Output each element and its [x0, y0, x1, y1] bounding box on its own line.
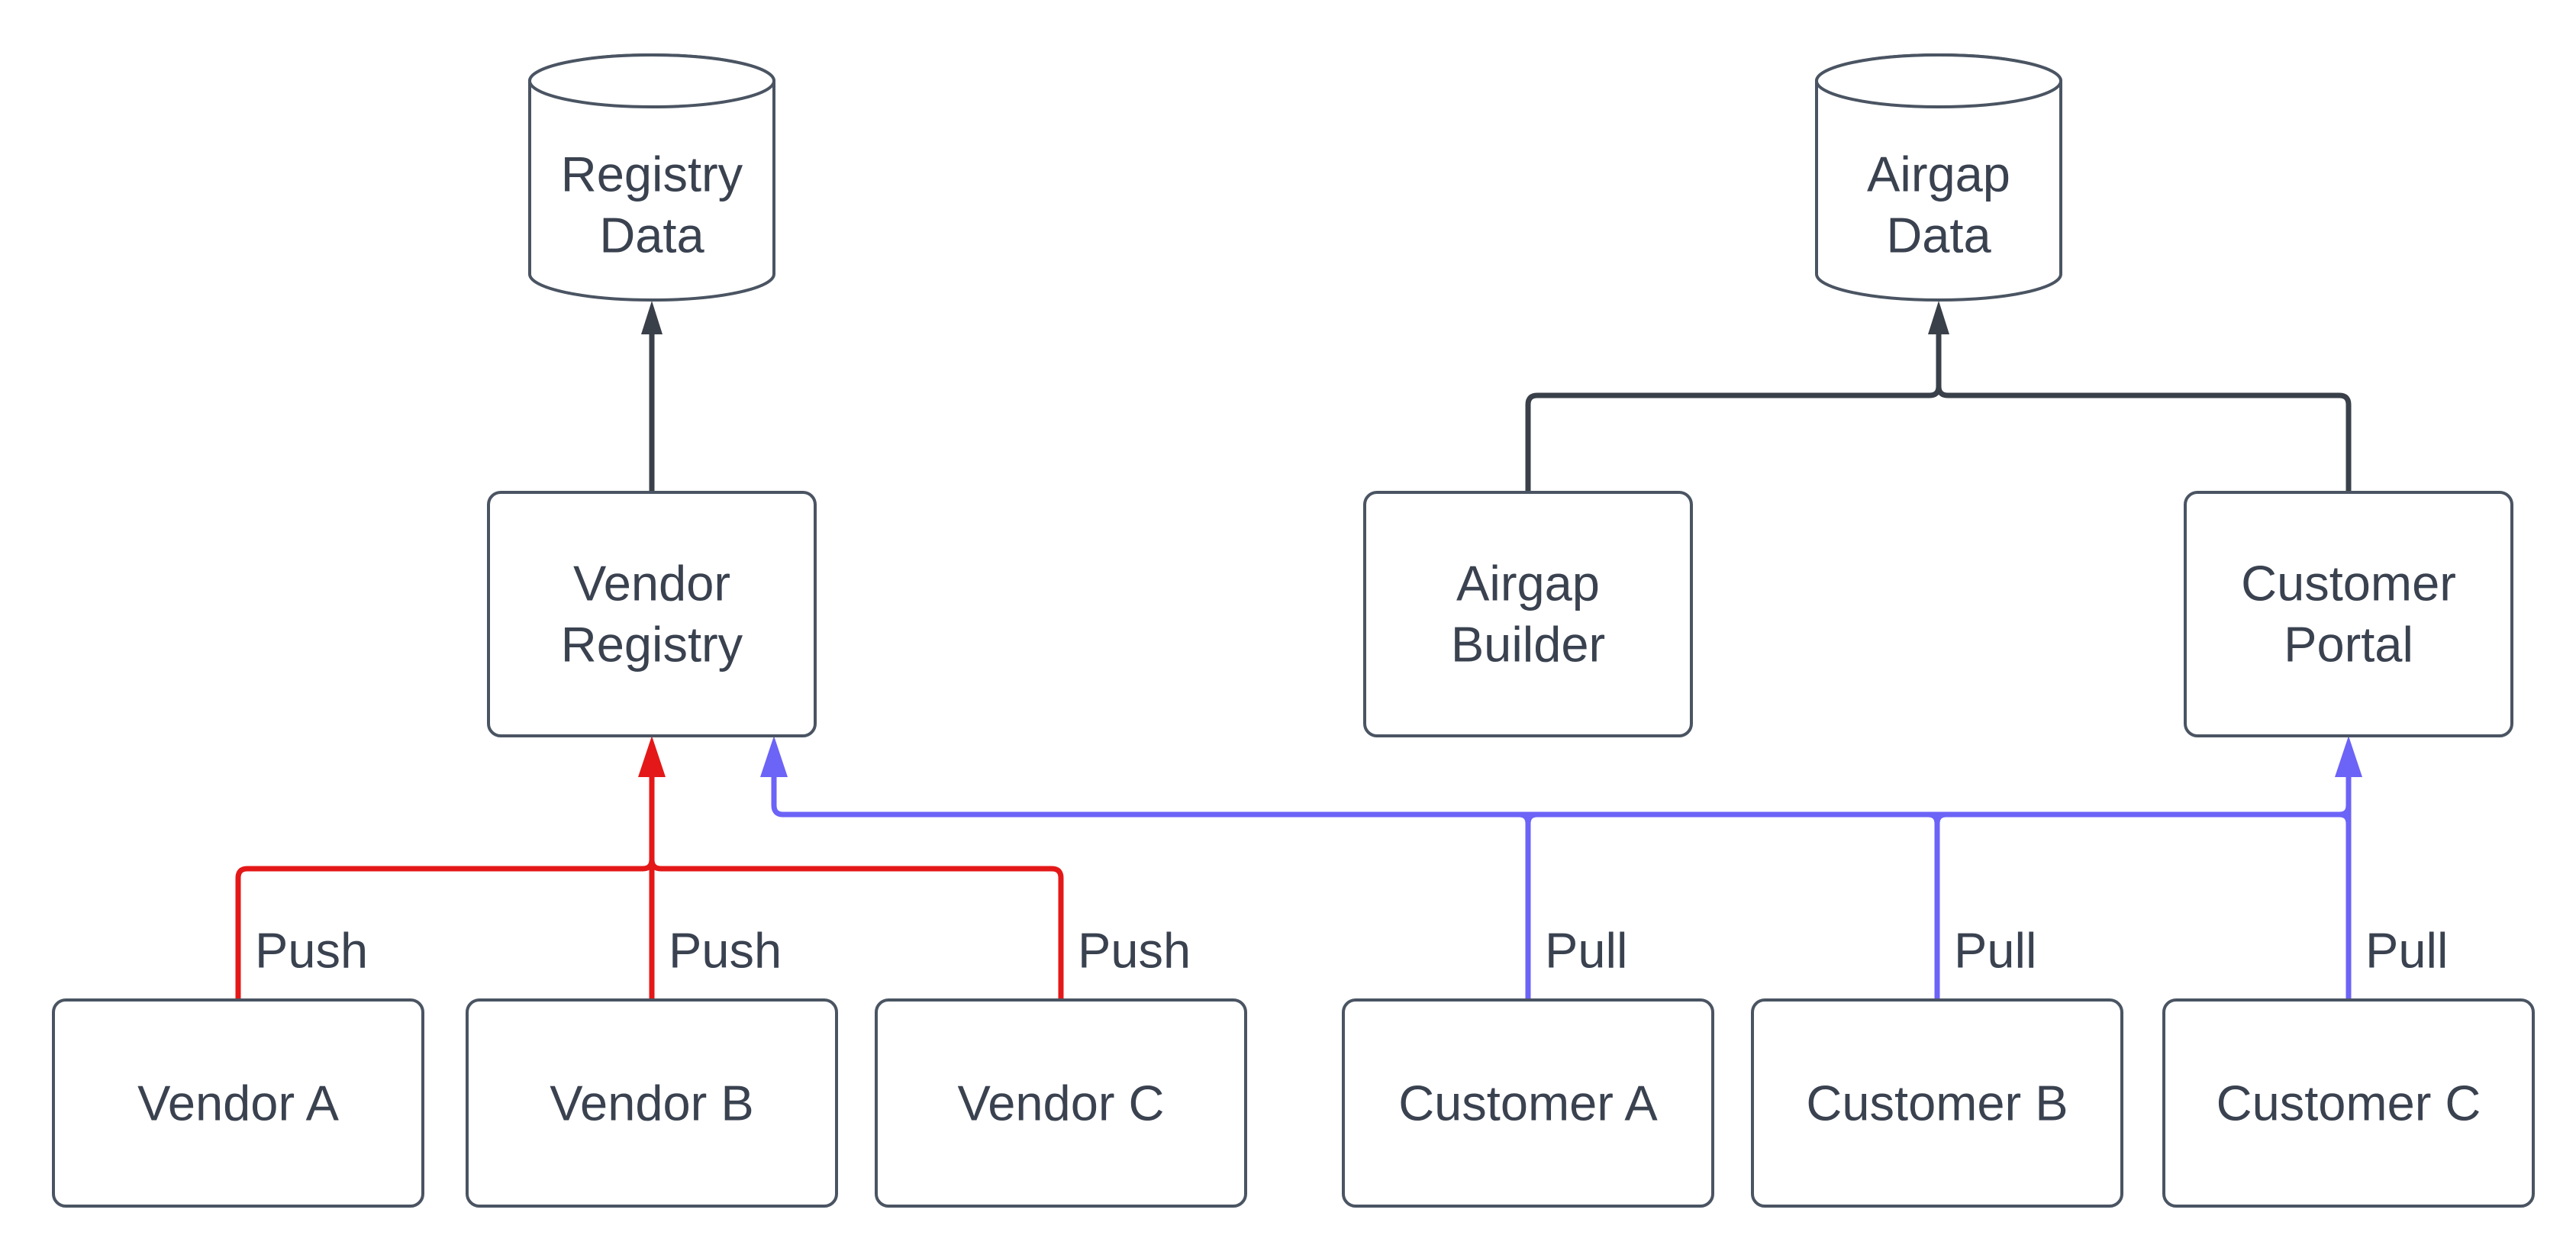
edge-labels-group: Push Push Push Pull Pull Pull [255, 923, 2448, 979]
arrowhead-push-into-vendor-registry [638, 736, 666, 777]
node-label: Vendor C [957, 1076, 1164, 1131]
node-vendor-c: Vendor C [875, 998, 1247, 1208]
node-box [2162, 998, 2535, 1208]
node-label: Registry [561, 147, 743, 202]
edge-label-pull-customer-a: Pull [1545, 923, 1627, 979]
pull-edges-group [760, 736, 2362, 1000]
node-label: Vendor A [137, 1076, 339, 1131]
node-box [52, 998, 424, 1208]
node-label: Airgap [1456, 556, 1600, 611]
node-label: Builder [1451, 617, 1605, 673]
node-customer-portal: Customer Portal [2184, 491, 2513, 737]
node-vendor-b: Vendor B [466, 998, 838, 1208]
edge-airgap-builder-to-airgap-data [1525, 333, 1942, 492]
node-box [1751, 998, 2123, 1208]
node-label: Vendor B [550, 1076, 753, 1131]
node-box [466, 998, 838, 1208]
edge-customer-b-pull [783, 811, 1940, 1000]
arrowhead-into-registry-data [641, 301, 663, 334]
node-vendor-a: Vendor A [52, 998, 424, 1208]
edge-label-pull-customer-c: Pull [2365, 923, 2448, 979]
edge-label-push-vendor-c: Push [1078, 923, 1191, 979]
node-label: Customer C [2217, 1076, 2481, 1131]
node-label: Customer [2241, 556, 2456, 611]
dark-edges-group [641, 301, 2352, 492]
edge-pull-bus-junction-b [1934, 811, 2339, 824]
node-customer-b: Customer B [1751, 998, 2123, 1208]
cylinder-top-rim [1815, 53, 2062, 108]
node-vendor-registry: Vendor Registry [487, 491, 817, 737]
arrowhead-pull-into-vendor-registry [760, 736, 788, 777]
node-label: Customer B [1806, 1076, 2068, 1131]
node-box [1342, 998, 1714, 1208]
node-box [487, 491, 817, 737]
node-customer-c: Customer C [2162, 998, 2535, 1208]
node-airgap-builder: Airgap Builder [1363, 491, 1693, 737]
arrowhead-pull-into-customer-portal [2335, 736, 2362, 777]
edge-label-push-vendor-a: Push [255, 923, 368, 979]
edge-label-pull-customer-b: Pull [1954, 923, 2036, 979]
node-label: Registry [561, 617, 743, 673]
node-box [2184, 491, 2513, 737]
edge-vendor-c-push [649, 859, 1064, 1000]
push-edges-group [235, 736, 1064, 1000]
node-label: Data [599, 208, 704, 263]
node-box [1363, 491, 1693, 737]
edge-customer-portal-to-airgap-data [1936, 385, 2352, 492]
node-customer-a: Customer A [1342, 998, 1714, 1208]
node-label: Airgap [1867, 147, 2010, 202]
node-registry-data: Registry Data [528, 53, 775, 302]
node-label: Data [1886, 208, 1991, 263]
cylinder-top-rim [528, 53, 775, 108]
edge-label-push-vendor-b: Push [669, 923, 782, 979]
node-label: Customer A [1398, 1076, 1658, 1131]
node-box [875, 998, 1247, 1208]
node-airgap-data: Airgap Data [1815, 53, 2062, 302]
arrowhead-into-airgap-data [1928, 301, 1949, 334]
node-label: Vendor [573, 556, 730, 611]
node-label: Portal [2284, 617, 2413, 673]
